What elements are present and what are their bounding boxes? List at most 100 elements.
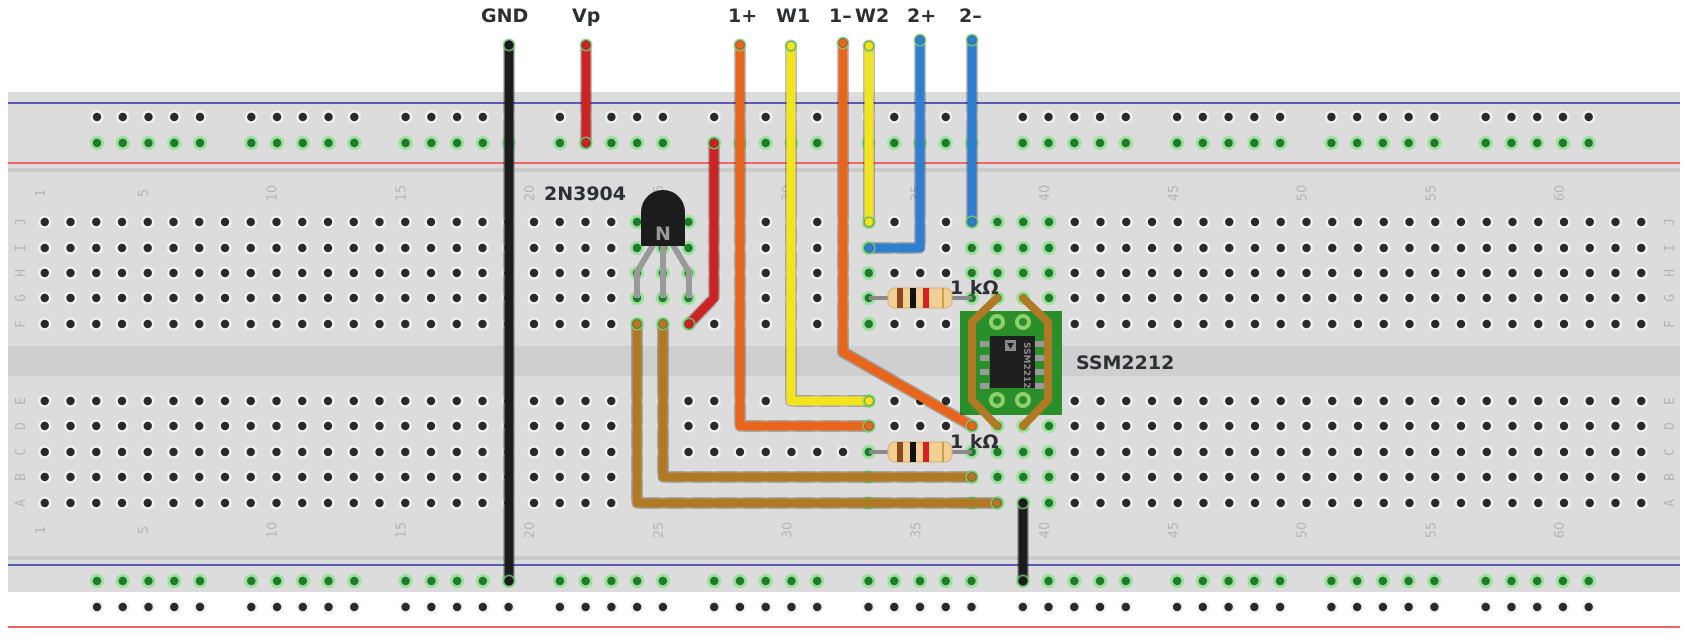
rail-hole — [1224, 112, 1233, 122]
terminal-hole — [1559, 243, 1569, 253]
resistor-band — [897, 442, 903, 462]
terminal-hole — [272, 243, 281, 253]
terminal-hole — [169, 293, 178, 303]
rail-hole — [1044, 112, 1053, 122]
terminal-hole — [1302, 243, 1311, 253]
terminal-hole — [169, 421, 178, 431]
terminal-hole — [1379, 472, 1388, 482]
terminal-hole — [1405, 293, 1414, 303]
rail-hole — [1533, 112, 1542, 122]
terminal-hole — [169, 472, 178, 482]
ic-pin — [1035, 369, 1044, 375]
terminal-hole — [1431, 243, 1440, 253]
terminal-hole — [1611, 447, 1620, 457]
rail-hole — [813, 112, 822, 122]
terminal-hole — [220, 396, 230, 406]
row-letter: A — [1663, 499, 1678, 507]
terminal-hole — [761, 396, 770, 406]
terminal-hole — [1508, 447, 1517, 457]
terminal-hole — [1482, 472, 1491, 482]
wire-end — [864, 243, 874, 253]
terminal-hole — [66, 293, 75, 303]
terminal-hole — [1456, 421, 1466, 431]
rail-hole — [1481, 112, 1490, 122]
terminal-hole — [761, 217, 770, 227]
terminal-hole — [272, 498, 281, 508]
column-number: 20 — [523, 185, 538, 202]
transistor-marking: N — [655, 223, 671, 245]
rail-hole — [1558, 576, 1568, 586]
terminal-hole — [1070, 447, 1079, 457]
terminal-hole — [298, 268, 307, 278]
terminal-hole — [1585, 396, 1594, 406]
terminal-hole — [1431, 421, 1440, 431]
rail-hole — [170, 576, 179, 586]
rail-hole — [941, 576, 950, 586]
terminal-hole — [1534, 396, 1543, 406]
terminal-hole — [195, 319, 204, 329]
rail-hole — [272, 138, 282, 148]
terminal-hole — [1534, 293, 1543, 303]
rail-hole — [1198, 602, 1208, 612]
terminal-hole — [272, 421, 281, 431]
ic-pad-hole — [1019, 318, 1027, 326]
terminal-hole — [349, 447, 358, 457]
terminal-hole — [1276, 498, 1285, 508]
terminal-hole — [169, 243, 178, 253]
terminal-hole — [1611, 396, 1620, 406]
rail-hole — [1558, 602, 1568, 612]
wire-end — [786, 41, 796, 51]
terminal-hole — [117, 498, 127, 508]
terminal-hole — [1431, 447, 1440, 457]
wire-end — [684, 319, 694, 329]
terminal-hole — [1250, 498, 1260, 508]
row-letter: C — [14, 448, 29, 456]
terminal-hole — [323, 319, 333, 329]
terminal-hole — [1199, 293, 1208, 303]
terminal-hole — [401, 447, 410, 457]
terminal-hole — [117, 421, 127, 431]
transistor-label: 2N3904 — [544, 183, 626, 205]
terminal-hole — [195, 268, 204, 278]
terminal-hole — [916, 319, 925, 329]
rail-hole — [427, 576, 436, 586]
terminal-hole — [1122, 396, 1131, 406]
terminal-hole — [452, 268, 461, 278]
rail-hole — [967, 576, 976, 586]
terminal-hole — [1559, 217, 1569, 227]
terminal-hole — [555, 472, 564, 482]
terminal-hole — [323, 396, 333, 406]
row-letter: D — [14, 422, 29, 430]
terminal-hole — [40, 243, 49, 253]
terminal-hole — [272, 217, 281, 227]
terminal-hole — [1019, 243, 1028, 253]
in1m-wire-body — [838, 38, 977, 431]
terminal-hole — [1431, 319, 1440, 329]
row-letter: B — [1663, 473, 1678, 481]
terminal-hole — [298, 293, 307, 303]
terminal-hole — [1611, 472, 1620, 482]
terminal-hole — [220, 243, 230, 253]
terminal-hole — [349, 319, 358, 329]
terminal-hole — [426, 217, 436, 227]
row-letter: B — [14, 473, 29, 481]
terminal-hole — [1456, 319, 1466, 329]
terminal-hole — [1328, 217, 1337, 227]
rail-hole — [272, 576, 282, 586]
terminal-hole — [967, 268, 976, 278]
terminal-hole — [890, 319, 899, 329]
rail-hole — [555, 112, 565, 122]
terminal-hole — [1302, 293, 1311, 303]
terminal-hole — [1405, 217, 1414, 227]
terminal-hole — [1482, 447, 1491, 457]
terminal-hole — [143, 472, 152, 482]
terminal-hole — [581, 498, 590, 508]
terminal-hole — [478, 217, 487, 227]
terminal-hole — [478, 293, 487, 303]
rail-hole — [1095, 112, 1105, 122]
terminal-hole — [1122, 217, 1131, 227]
terminal-hole — [401, 319, 410, 329]
rail-hole — [813, 576, 822, 586]
terminal-hole — [632, 217, 642, 227]
